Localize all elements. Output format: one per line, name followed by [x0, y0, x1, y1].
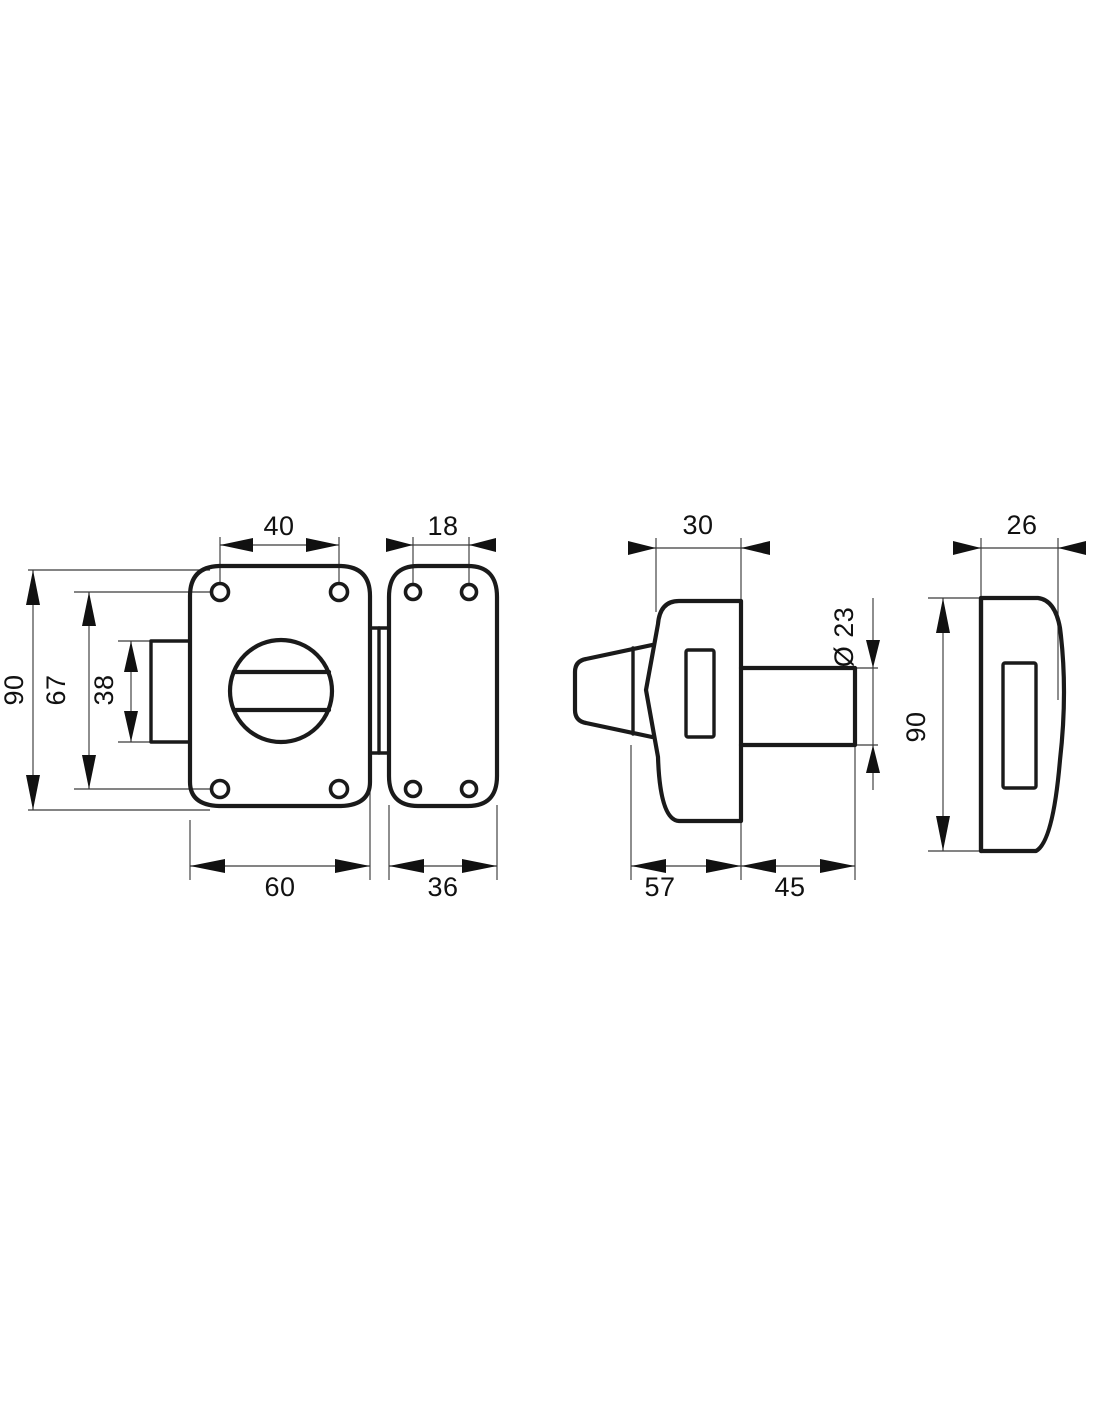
strike-plate-profile [978, 595, 1067, 854]
dim-label-36: 36 [427, 872, 458, 902]
thumbturn-knob [572, 642, 655, 740]
dimension-side-diameter-23: Ø 23 [829, 598, 880, 790]
arrowhead [462, 859, 497, 873]
dimension-strike-26: 26 [953, 510, 1086, 555]
dim-label-90-strike: 90 [901, 711, 931, 742]
dimension-front-18: 18 [386, 511, 496, 552]
arrowhead [866, 745, 880, 773]
lock-body-plate [187, 563, 373, 809]
arrowhead [26, 775, 40, 810]
dim-label-90: 90 [0, 674, 29, 705]
arrowhead [306, 538, 339, 552]
dim-label-30: 30 [682, 510, 713, 540]
side-section-view: 30 Ø 23 57 45 [572, 510, 880, 902]
arrowhead [741, 541, 770, 555]
dimension-front-38: 38 [89, 641, 138, 742]
front-view: 40 18 90 67 38 [0, 511, 500, 902]
dimension-front-90: 90 [0, 570, 40, 810]
dim-label-40: 40 [263, 511, 294, 541]
arrowhead [628, 541, 656, 555]
front-view-extension-lines [28, 537, 498, 880]
arrowhead [820, 859, 855, 873]
arrowhead [631, 859, 666, 873]
dim-label-38: 38 [89, 674, 119, 705]
arrowhead [82, 592, 96, 626]
dim-label-18: 18 [427, 511, 458, 541]
strike-screw-hole [459, 779, 479, 799]
cylinder-rose-circle [227, 637, 335, 745]
strike-plate [386, 563, 500, 809]
dimension-front-36: 36 [389, 859, 497, 902]
strike-screw-hole [459, 582, 479, 602]
dim-label-diameter-23: Ø 23 [829, 607, 859, 668]
side-view-extension-lines [630, 538, 878, 880]
arrowhead [469, 538, 496, 552]
case-slot-window [684, 648, 716, 739]
arrowhead [866, 640, 880, 668]
strike-slot-window [1001, 661, 1038, 790]
lock-case-body [643, 598, 744, 824]
arrowhead [389, 859, 424, 873]
dim-label-67: 67 [41, 674, 71, 705]
strike-screw-hole [403, 582, 423, 602]
dim-label-60: 60 [264, 872, 295, 902]
screw-hole [209, 581, 231, 603]
arrowhead [936, 816, 950, 851]
arrowhead [26, 570, 40, 605]
screw-hole [328, 778, 350, 800]
dim-label-57: 57 [644, 872, 675, 902]
dimension-front-40: 40 [220, 511, 339, 552]
dimension-front-60: 60 [190, 859, 370, 902]
dim-label-45: 45 [774, 872, 805, 902]
arrowhead [706, 859, 741, 873]
arrowhead [124, 711, 138, 742]
arrowhead [1058, 541, 1086, 555]
dimension-strike-90: 90 [901, 598, 950, 851]
screw-hole [328, 581, 350, 603]
dimension-side-57: 57 [631, 859, 741, 902]
arrowhead [124, 641, 138, 672]
side-latch-bolt [149, 639, 192, 744]
strike-screw-hole [403, 779, 423, 799]
strike-view-extension-lines [928, 538, 1059, 852]
arrowhead [335, 859, 370, 873]
screw-hole [209, 778, 231, 800]
dimension-front-67: 67 [41, 592, 96, 789]
arrowhead [386, 538, 413, 552]
arrowhead [953, 541, 981, 555]
arrowhead [741, 859, 776, 873]
arrowhead [220, 538, 253, 552]
dim-label-26: 26 [1006, 510, 1037, 540]
arrowhead [190, 859, 225, 873]
cylinder-shaft [738, 665, 858, 748]
arrowhead [82, 755, 96, 789]
arrowhead [936, 598, 950, 633]
dimension-side-45: 45 [741, 859, 855, 902]
strike-side-view: 26 90 [901, 510, 1086, 854]
dimension-side-30: 30 [628, 510, 770, 555]
